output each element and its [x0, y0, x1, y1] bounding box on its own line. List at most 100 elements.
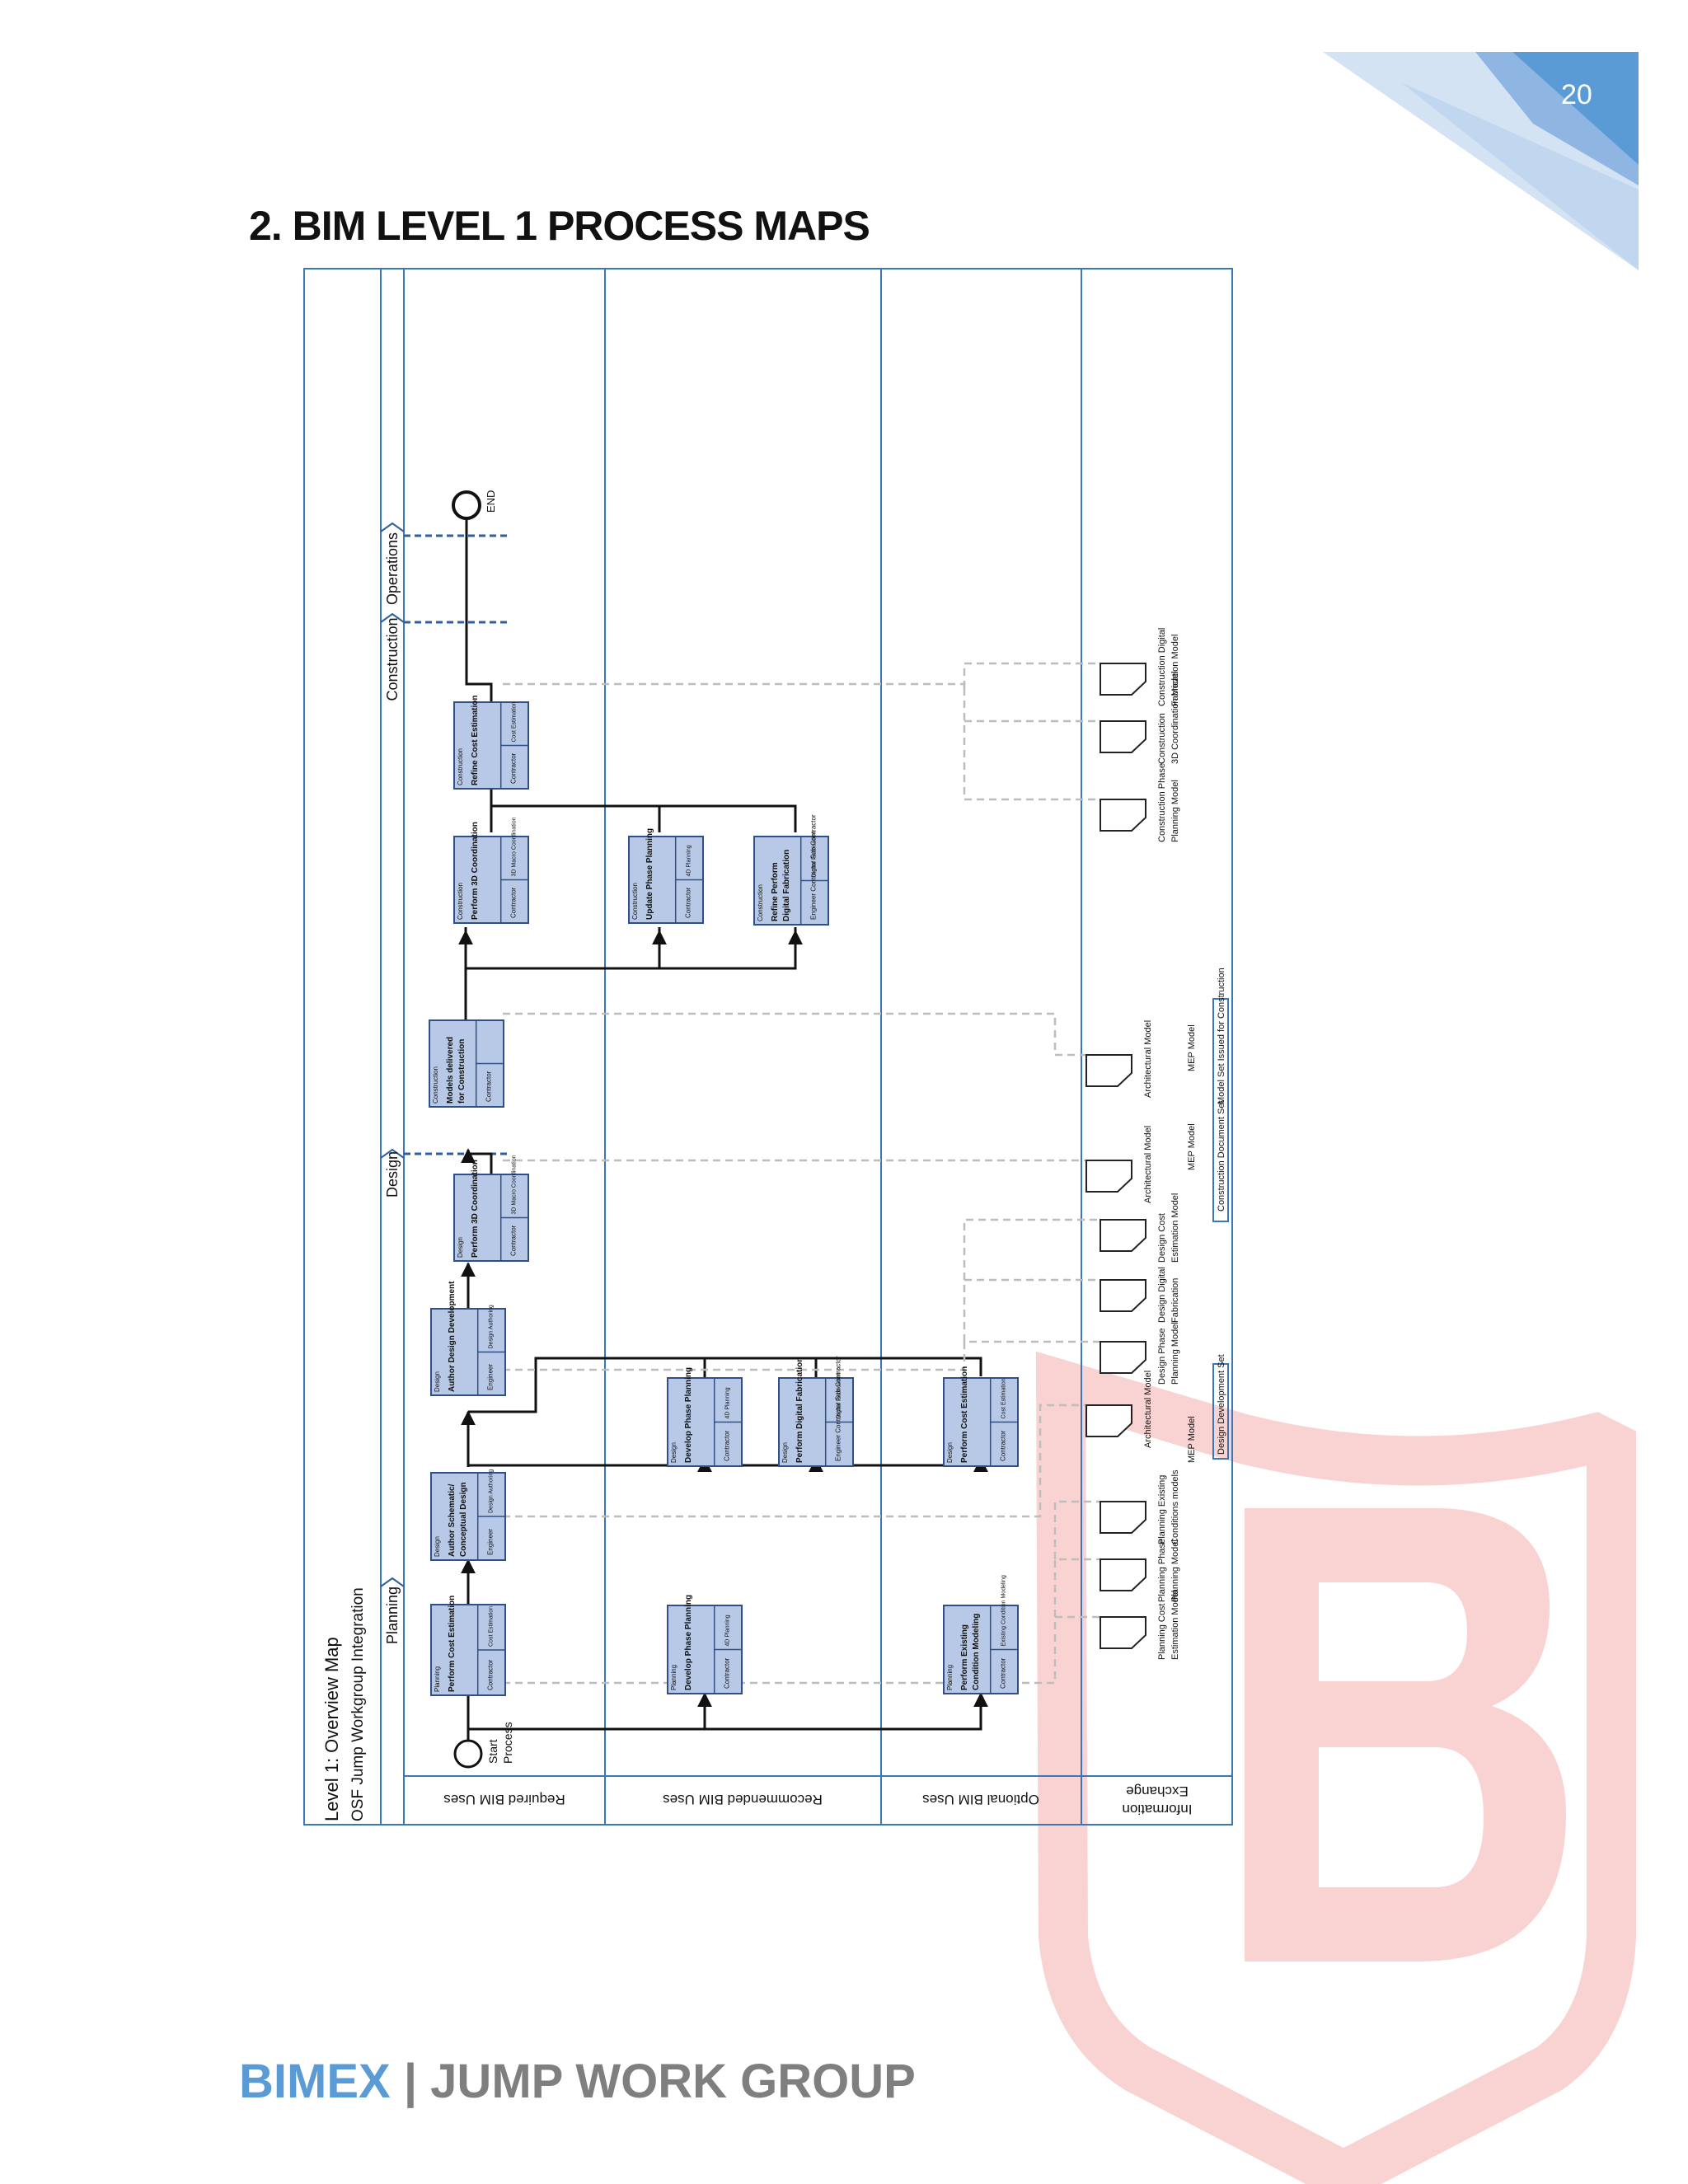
box-party: Engineer [487, 1529, 495, 1555]
document-icon-d9: Architectural Model [1085, 1020, 1153, 1098]
start-label-line1: Start [486, 1739, 499, 1764]
exchange-connectors [503, 662, 1100, 1685]
diagram-title: Level 1: Overview Map [321, 1637, 342, 1821]
box-title-line2: for Construction [457, 1039, 467, 1104]
box-resource: Cost Estimation [512, 701, 518, 742]
box-resource: Design Authoring [489, 1469, 495, 1513]
box-party: Contractor [510, 752, 518, 784]
document-label-line2: 3D Coordination Model [1170, 671, 1180, 764]
lane-label-information: Information [1122, 1802, 1192, 1817]
document-label-line1: Architectural Model [1143, 1371, 1153, 1448]
box-resource: Cost Estimation [1001, 1378, 1007, 1418]
box-phase: Design [434, 1536, 441, 1557]
box-title: Develop Phase Planning [684, 1595, 693, 1690]
box-title: Perform Digital Fabrication [795, 1357, 804, 1463]
box-title: Perform 3D Coordination [471, 1160, 480, 1258]
box-title: Author Design Development [448, 1281, 457, 1392]
document-label-line2: Conditions models [1170, 1469, 1180, 1544]
end-label: END [485, 490, 497, 513]
phase-label-planning: Planning [384, 1586, 401, 1644]
process-box-m3: Design Perform Digital Fabrication Enginee… [778, 1356, 854, 1467]
box-title-line2: Condition Modeling [972, 1614, 981, 1690]
construction-document-set-label: Construction Document Set [1217, 1100, 1226, 1212]
box-party: Contractor [510, 887, 518, 918]
box-party: Engineer [487, 1364, 495, 1390]
box-phase: Design [457, 1237, 464, 1258]
box-party: Contractor [510, 1225, 518, 1256]
box-phase: Planning [434, 1666, 441, 1692]
box-phase: Construction [457, 748, 464, 785]
document-icon-d4: Architectural Model [1085, 1371, 1153, 1448]
box-party: Contractor [724, 1657, 731, 1689]
box-title: Refine Perform [771, 862, 780, 921]
section-heading: 2. BIM LEVEL 1 PROCESS MAPS [249, 203, 870, 249]
box-party: Contractor [485, 1071, 493, 1102]
design-development-set-label: Design Development Set [1217, 1354, 1226, 1455]
box-phase: Design [781, 1442, 789, 1463]
document-label-line2: Estimation Model [1170, 1591, 1180, 1660]
box-phase: Planning [946, 1665, 954, 1690]
box-phase: Planning [670, 1665, 678, 1690]
box-phase: Construction [757, 884, 764, 921]
document-label-line2: Planning Model [1170, 1540, 1180, 1602]
box-party: Contractor [724, 1430, 731, 1461]
box-resource: Digital Fabrication [812, 831, 818, 877]
box-title: Perform Cost Estimation [960, 1366, 969, 1463]
box-phase: Construction [432, 1066, 439, 1104]
box-party: Engineer Contractor Sub Contractor [810, 814, 818, 920]
box-title: Models delivered [446, 1037, 455, 1104]
box-party: Engineer Contractor Sub Contractor [835, 1356, 842, 1461]
document-label-line1: Architectural Model [1143, 1126, 1153, 1203]
diagram-subtitle: OSF Jump Workgroup Integration [349, 1587, 367, 1821]
box-title-line2: Conceptual Design [459, 1482, 468, 1557]
process-box-r2: Design Author Schematic/Conceptual Design… [430, 1469, 506, 1561]
lane-label-recommended: Recommended BIM Uses [663, 1792, 823, 1807]
document-label-line2: Planning Model [1170, 1322, 1180, 1385]
box-resource: Design Authoring [489, 1305, 495, 1348]
box-resource: 3D Macro Coordination [512, 817, 518, 876]
phase-markers [380, 522, 405, 1587]
box-title: Perform Existing [960, 1624, 969, 1690]
box-title: Perform 3D Coordination [471, 822, 480, 920]
lane-grid [303, 268, 1233, 1825]
document-label-line1: Construction Phase [1157, 763, 1167, 842]
box-resource: Cost Estimation [489, 1606, 495, 1647]
box-resource: 4D Planning [725, 1615, 731, 1646]
footer: BIMEX | JUMP WORK GROUP [239, 2054, 916, 2109]
lane-label-optional: Optional BIM Uses [922, 1792, 1039, 1807]
box-resource: 3D Macro Coordination [512, 1155, 518, 1214]
document-label-line1: Planning Existing [1157, 1475, 1167, 1544]
box-title: Author Schematic/ [448, 1483, 457, 1557]
process-box-m5: Construction Refine Perform Digital Fabric… [753, 814, 829, 926]
construction-sets-bracket [1212, 998, 1229, 1222]
start-label-line2: Process [501, 1722, 514, 1764]
document-label-line2: Planning Model [1170, 780, 1180, 842]
document-label-line1: Design Digital [1157, 1267, 1167, 1323]
document-label-line2: Estimation Model [1170, 1193, 1180, 1263]
mep-model-label-3: MEP Model [1187, 1024, 1197, 1071]
design-development-set-bracket [1212, 1363, 1229, 1460]
box-phase: Construction [631, 883, 639, 920]
document-label-line2: Fabrication [1170, 1278, 1180, 1323]
box-party: Contractor [1000, 1657, 1007, 1689]
box-party: Contractor [487, 1659, 495, 1690]
box-resource: 4D Planning [725, 1387, 731, 1418]
